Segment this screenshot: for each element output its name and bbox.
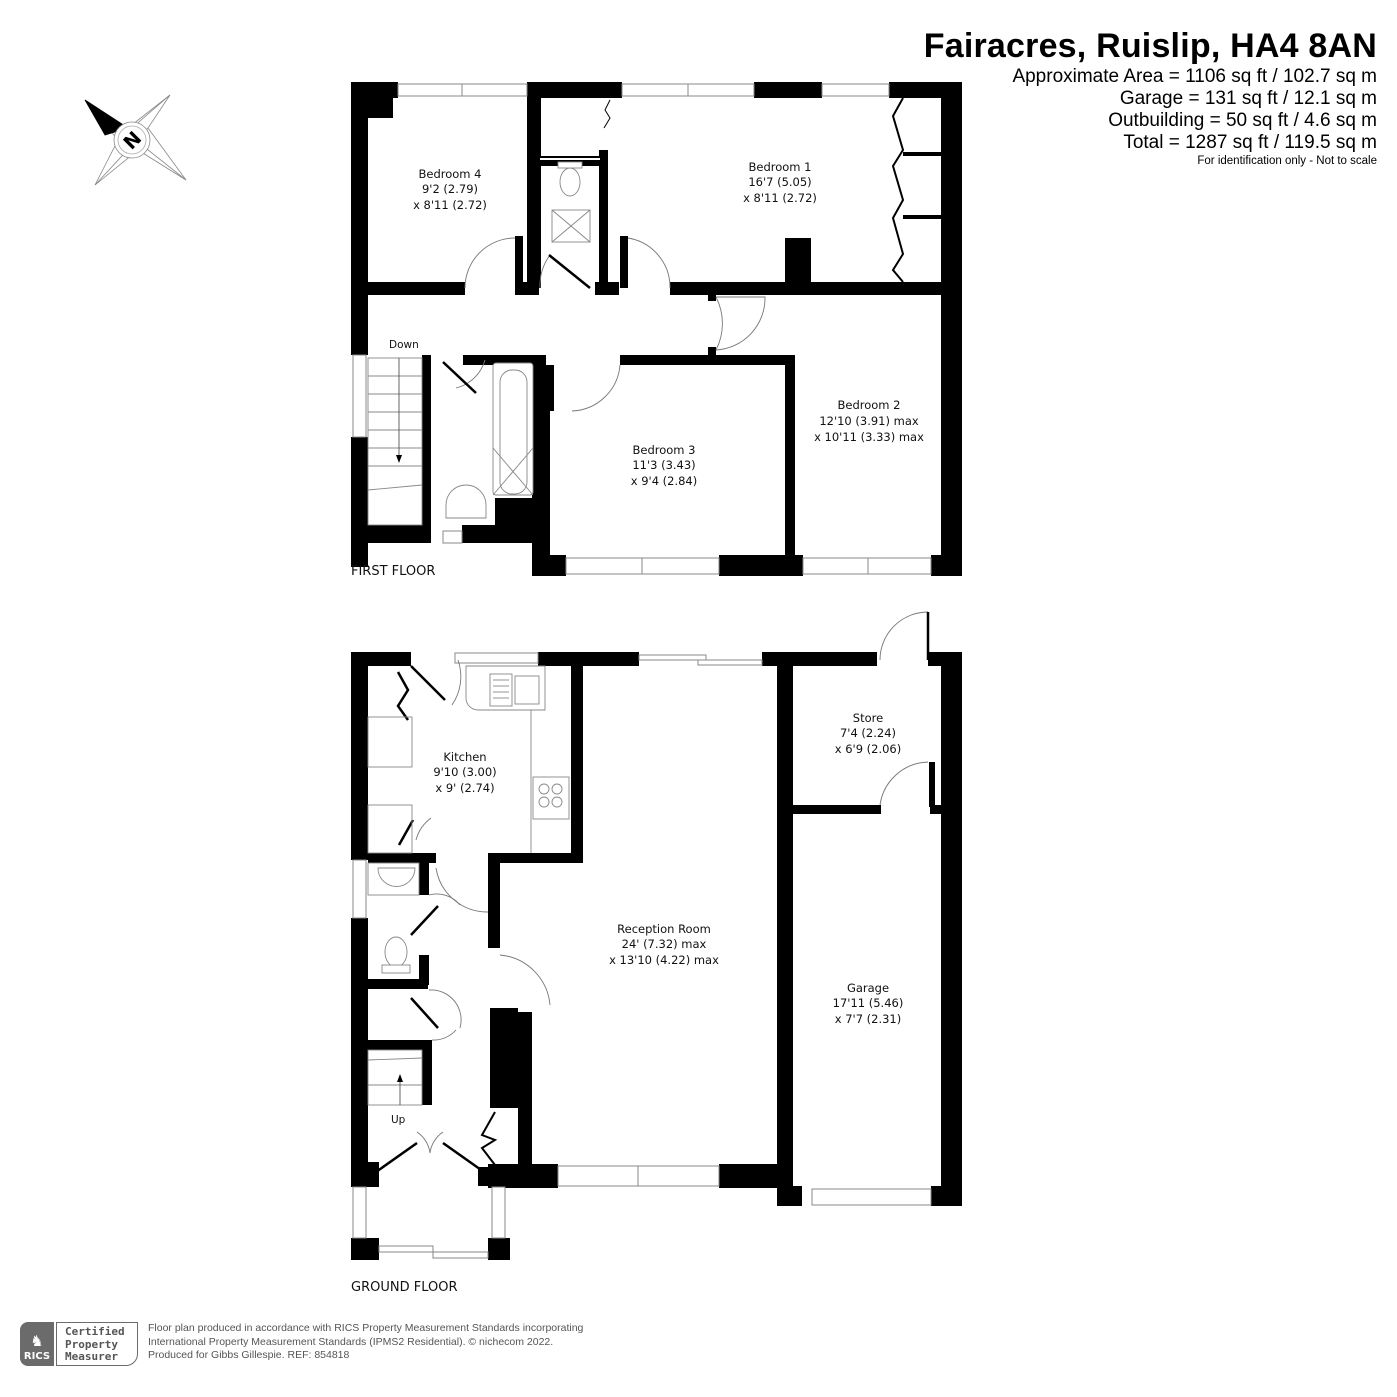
svg-text:Kitchen: Kitchen	[443, 750, 486, 764]
svg-text:x 8'11 (2.72): x 8'11 (2.72)	[413, 198, 487, 212]
svg-text:16'7 (5.05): 16'7 (5.05)	[748, 175, 811, 189]
svg-text:Bedroom 1: Bedroom 1	[749, 160, 812, 174]
svg-text:Store: Store	[853, 711, 883, 725]
rics-logo: ♞ RICS	[20, 1322, 54, 1366]
first-floor-walls	[351, 82, 962, 576]
basin-icon	[445, 484, 487, 519]
rics-lion-icon: ♞	[30, 1332, 44, 1350]
svg-text:x 9'4 (2.84): x 9'4 (2.84)	[631, 474, 698, 488]
toilet-icon	[559, 167, 581, 197]
ground-floor-doors	[415, 611, 929, 1154]
room-store: Store 7'4 (2.24) x 6'9 (2.06)	[835, 711, 902, 756]
property-title: Fairacres, Ruislip, HA4 8AN	[923, 27, 1377, 65]
property-header: Fairacres, Ruislip, HA4 8AN Approximate …	[924, 26, 1377, 168]
ground-floor-windows	[352, 652, 932, 1259]
svg-text:x 7'7 (2.31): x 7'7 (2.31)	[835, 1012, 902, 1026]
svg-text:x 13'10 (4.22) max: x 13'10 (4.22) max	[609, 953, 719, 967]
first-floor-door-leaves	[442, 97, 905, 394]
measurement-note: Floor plan produced in accordance with R…	[148, 1322, 584, 1361]
stairs-down-label: Down	[389, 339, 419, 351]
svg-text:Bedroom 3: Bedroom 3	[633, 443, 696, 457]
svg-text:x 8'11 (2.72): x 8'11 (2.72)	[743, 191, 817, 205]
rics-certified-badge: ♞ RICS Certified Property Measurer	[20, 1322, 138, 1366]
ground-floor-door-leaves	[375, 612, 930, 1174]
approximate-area: Approximate Area = 1106 sq ft / 102.7 sq…	[1012, 66, 1377, 87]
footer: ♞ RICS Certified Property Measurer Floor…	[20, 1322, 583, 1366]
room-bedroom-2: Bedroom 2 12'10 (3.91) max x 10'11 (3.33…	[814, 398, 924, 444]
stairs-up-label: Up	[391, 1114, 406, 1126]
ground-floor-walls	[351, 652, 962, 1260]
room-garage: Garage 17'11 (5.46) x 7'7 (2.31)	[833, 981, 904, 1026]
svg-text:Bedroom 4: Bedroom 4	[419, 167, 482, 181]
svg-text:9'2 (2.79): 9'2 (2.79)	[422, 182, 478, 196]
total-area: Total = 1287 sq ft / 119.5 sq m	[1123, 132, 1377, 153]
svg-text:Bedroom 2: Bedroom 2	[838, 398, 901, 412]
stairs-down-arrow-icon	[396, 455, 402, 463]
first-floor-windows	[352, 83, 932, 575]
room-bedroom-3: Bedroom 3 11'3 (3.43) x 9'4 (2.84)	[631, 443, 698, 488]
ground-floor-label: GROUND FLOOR	[351, 1280, 457, 1295]
room-kitchen: Kitchen 9'10 (3.00) x 9' (2.74)	[433, 750, 496, 795]
first-floor-plan: Down FIRST FLOOR Bedroom 4 9'2 (2.79) x …	[351, 82, 962, 579]
svg-text:11'3 (3.43): 11'3 (3.43)	[632, 458, 695, 472]
hob-icon	[532, 776, 570, 820]
first-floor-doors	[455, 237, 766, 412]
staircase	[367, 357, 423, 526]
svg-text:x 10'11 (3.33) max: x 10'11 (3.33) max	[814, 430, 924, 444]
scale-disclaimer: For identification only - Not to scale	[1197, 155, 1377, 167]
svg-text:x 9' (2.74): x 9' (2.74)	[435, 781, 494, 795]
wc-basin-icon	[377, 867, 416, 887]
sink-drainer-icon	[489, 673, 513, 707]
svg-text:12'10 (3.91) max: 12'10 (3.91) max	[819, 414, 919, 428]
first-floor-label: FIRST FLOOR	[351, 564, 435, 579]
wc-toilet-icon	[384, 936, 408, 968]
svg-text:x 6'9 (2.06): x 6'9 (2.06)	[835, 742, 902, 756]
room-reception: Reception Room 24' (7.32) max x 13'10 (4…	[609, 922, 719, 967]
sink-bowl-icon	[514, 675, 540, 705]
first-floor-fixtures	[367, 158, 600, 526]
ground-floor-fixtures	[367, 665, 570, 1106]
ground-floor-plan: Up GROUND FLOOR Kitchen 9'10 (3.00) x 9'…	[351, 611, 962, 1295]
svg-text:24' (7.32) max: 24' (7.32) max	[622, 937, 707, 951]
garage-area: Garage = 131 sq ft / 12.1 sq m	[1119, 88, 1377, 109]
svg-text:Garage: Garage	[847, 981, 889, 995]
svg-text:9'10 (3.00): 9'10 (3.00)	[433, 765, 496, 779]
svg-text:Reception Room: Reception Room	[617, 922, 711, 936]
ground-staircase	[367, 1049, 423, 1106]
svg-text:17'11 (5.46): 17'11 (5.46)	[833, 996, 904, 1010]
compass-north-icon: N	[84, 94, 187, 186]
certified-measurer-text: Certified Property Measurer	[56, 1322, 138, 1366]
outbuilding-area: Outbuilding = 50 sq ft / 4.6 sq m	[1108, 110, 1377, 131]
stairs-up-arrow-icon	[397, 1074, 403, 1082]
room-bedroom-1: Bedroom 1 16'7 (5.05) x 8'11 (2.72)	[743, 160, 817, 205]
svg-text:7'4 (2.24): 7'4 (2.24)	[840, 726, 896, 740]
room-bedroom-4: Bedroom 4 9'2 (2.79) x 8'11 (2.72)	[413, 167, 487, 212]
